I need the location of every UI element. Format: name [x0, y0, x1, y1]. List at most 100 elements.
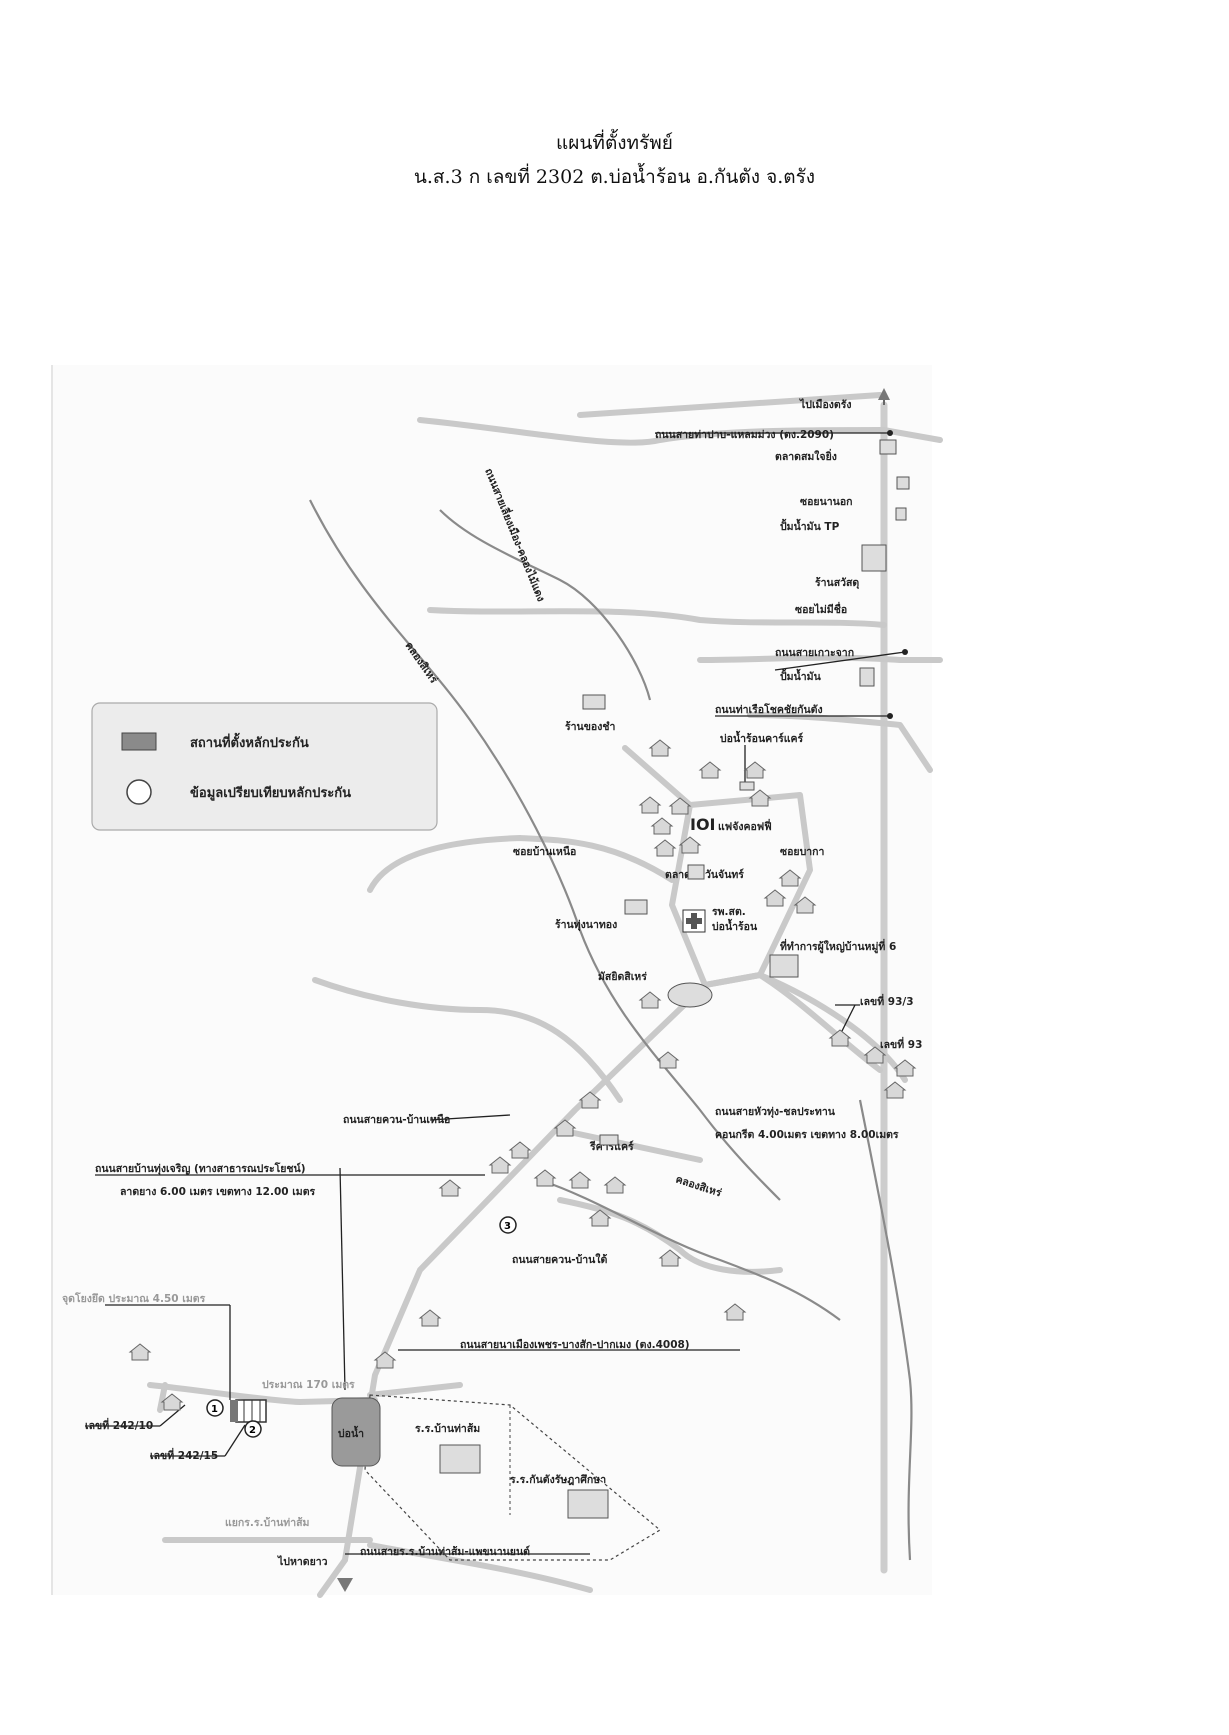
label-road-thapab: ถนนสายท่าปาบ-แหลมม่วง (ตง.2090) — [655, 429, 834, 441]
collateral-lot-hatch — [230, 1400, 238, 1422]
house-icon — [793, 896, 817, 914]
house-icon — [698, 761, 722, 779]
svg-text:2: 2 — [249, 1425, 256, 1436]
road-soi-nameless — [427, 607, 887, 628]
map-subtitle: น.ส.3 ก เลขที่ 2302 ต.บ่อน้ำร้อน อ.กันตั… — [413, 166, 816, 188]
pump-tp-icon — [895, 507, 907, 521]
house-icon — [653, 839, 677, 857]
label-road-huathung-spec: คอนกรีต 4.00เมตร เขตทาง 8.00เมตร — [715, 1128, 899, 1141]
house-icon — [748, 789, 772, 807]
markers: 1 2 3 — [206, 1216, 517, 1438]
store-icon — [896, 476, 910, 490]
road-branch-4008 — [367, 1382, 463, 1398]
house-icon — [638, 991, 662, 1009]
school-thasom-icon — [439, 1444, 481, 1474]
label-bonamron-care: บ่อน้ำร้อนคาร์แคร์ — [720, 730, 804, 745]
legend-box: สถานที่ตั้งหลักประกัน ข้อมูลเปรียบเทียบห… — [91, 702, 438, 831]
label-headman-office: ที่ทำการผู้ใหญ่บ้านหมู่ที่ 6 — [780, 938, 896, 954]
label-hospital: รพ.สต. — [712, 906, 746, 918]
house-icon — [650, 817, 674, 835]
road-tharua — [747, 712, 933, 773]
house-icon — [778, 869, 802, 887]
label-market-nat: ตลาดนัดวันจันทร์ — [665, 868, 744, 881]
canals — [309, 499, 913, 1561]
road-top-branch — [577, 392, 883, 418]
house-icon — [828, 1029, 852, 1047]
label-road-khuan-tai: ถนนสายควน-บ้านใต้ — [512, 1252, 607, 1266]
label-market-somjai: ตลาดสมใจยิ่ง — [775, 448, 837, 463]
road-thasom-phae — [367, 1542, 593, 1593]
house-icon — [863, 1046, 887, 1064]
pump-icon — [859, 667, 875, 687]
hardware-icon — [861, 544, 887, 572]
collateral-lot — [235, 1399, 267, 1423]
house-icon — [648, 739, 672, 757]
marker-3 — [499, 1216, 517, 1234]
marker-1 — [206, 1399, 224, 1417]
subject-lots — [230, 1397, 381, 1467]
recare-icon — [599, 1134, 619, 1146]
label-hardware: ร้านสวัสดุ — [815, 576, 859, 590]
house-icon — [508, 1141, 532, 1159]
label-road-thasom-phae: ถนนสายร.ร.บ้านท่าส้ม-แพขนานยนต์ — [360, 1545, 530, 1558]
label-hospital-2: บ่อน้ำร้อน — [712, 918, 758, 933]
house-icon — [763, 889, 787, 907]
house-icon — [488, 1156, 512, 1174]
cafe-icon: IOI — [690, 815, 716, 834]
label-road-kohjak: ถนนสายเกาะจาก — [775, 647, 854, 659]
north-arrow-icon — [878, 388, 890, 400]
road-kohjak — [697, 654, 943, 663]
house-icon — [658, 1249, 682, 1267]
house-icon — [603, 1176, 627, 1194]
house-icon — [418, 1309, 442, 1327]
label-shop-thungna: ร้านทุ่งนาทอง — [555, 918, 617, 932]
headman-office-icon — [769, 954, 799, 978]
village-inner — [669, 802, 708, 988]
house-icon — [553, 1119, 577, 1137]
road-thapab — [417, 417, 943, 446]
label-road-thungcharoen-spec: ลาดยาง 6.00 เมตร เขตทาง 12.00 เมตร — [120, 1186, 316, 1198]
house-icon — [743, 761, 767, 779]
south-arrow-icon — [337, 1578, 353, 1592]
house-icon — [568, 1171, 592, 1189]
road-network — [147, 392, 943, 1598]
carcare-icon — [739, 781, 755, 791]
label-soi-ban-nuea: ซอยบ้านเหนือ — [513, 845, 576, 858]
shop-chong-icon — [582, 694, 606, 710]
house-icon — [128, 1343, 152, 1361]
house-icon — [160, 1393, 184, 1411]
house-icon — [678, 836, 702, 854]
map-background — [52, 365, 932, 1595]
house-icon — [723, 1303, 747, 1321]
label-school-kantang: ร.ร.กันตังรัษฎาศึกษา — [510, 1474, 606, 1486]
label-no-242-10: เลขที่ 242/10 — [85, 1417, 153, 1432]
collateral-swatch — [121, 732, 157, 751]
road-170m — [147, 1382, 378, 1405]
house-icon — [588, 1209, 612, 1227]
label-soi-nanok: ซอยนานอก — [800, 496, 853, 508]
label-soi-bakka: ซอยบากา — [780, 846, 825, 858]
house-icon — [533, 1169, 557, 1187]
soi-ban-nuea — [367, 835, 675, 893]
house-icon — [656, 1051, 680, 1069]
house-icon — [638, 796, 662, 814]
label-to-trang: ไปเมืองตรัง — [799, 398, 851, 411]
house-icon — [438, 1179, 462, 1197]
road-huathung — [757, 972, 908, 1083]
label-no-93: เลขที่ 93 — [880, 1036, 922, 1051]
mosque-icon — [667, 982, 713, 1008]
house-icon — [893, 1059, 917, 1077]
legend-comparison-label: ข้อมูลเปรียบเทียบหลักประกัน — [190, 785, 351, 801]
label-road-huathung: ถนนสายหัวทุ่ง-ชลประทาน — [715, 1106, 836, 1119]
houses — [128, 739, 917, 1411]
house-icon — [373, 1351, 397, 1369]
school-kantang-icon — [567, 1489, 609, 1519]
marker-2 — [244, 1420, 262, 1438]
label-mosque: มัสยิดสิเหร่ — [598, 971, 647, 983]
comparison-circle-icon — [126, 779, 152, 805]
label-road-namuang: ถนนสายนาเมืองเพชร-บางสัก-ปากเมง (ตง.4008… — [460, 1338, 690, 1351]
road-khuan-south — [557, 1197, 783, 1275]
label-no-93-3: เลขที่ 93/3 — [860, 993, 914, 1008]
shop-thungna-icon — [624, 899, 648, 915]
